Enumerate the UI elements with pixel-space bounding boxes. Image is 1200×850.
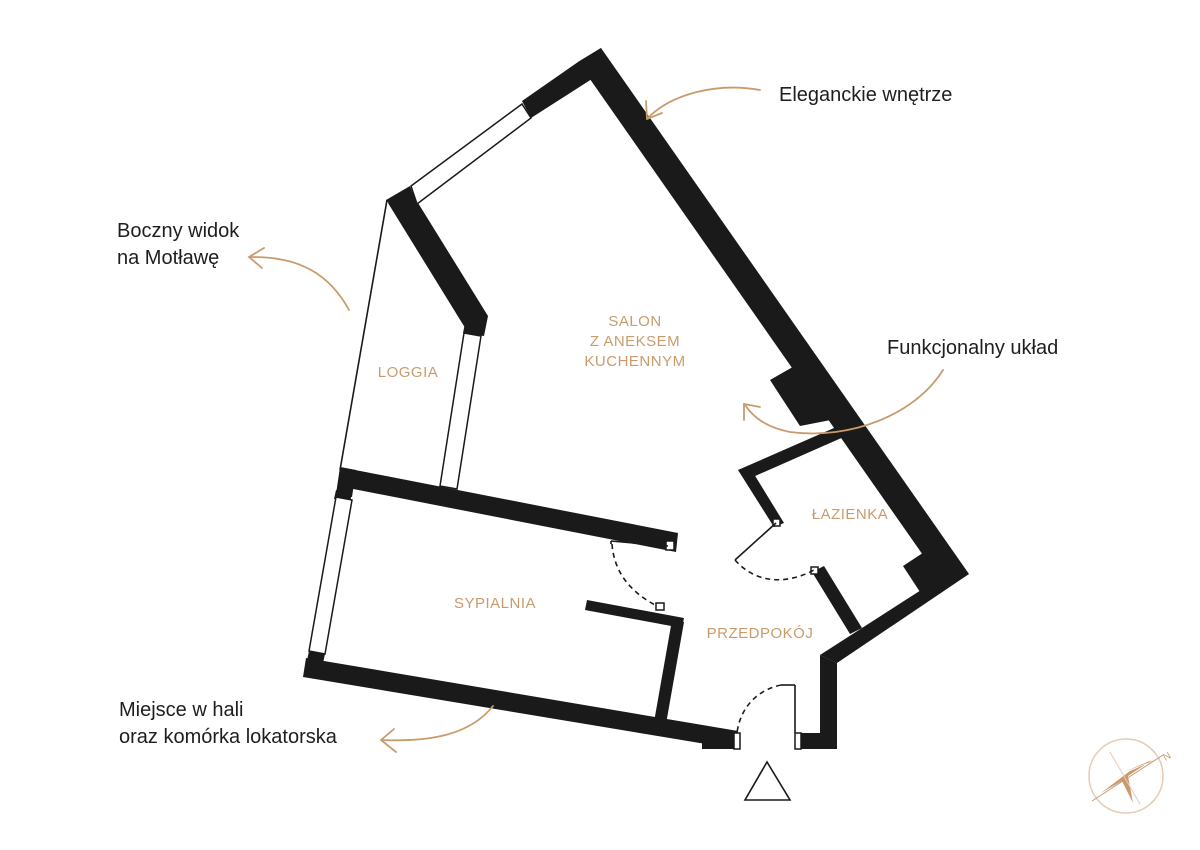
compass-axis	[1091, 754, 1164, 802]
wall-northeast	[578, 48, 969, 588]
annotation-storage-line1: Miejsce w hali	[119, 699, 244, 721]
arrow-side-view-head	[247, 247, 265, 269]
window-north	[410, 102, 533, 206]
wall-bathroom-north	[738, 421, 855, 480]
entry-triangle	[743, 760, 792, 801]
wall-salon-west	[388, 190, 488, 331]
loggia-edge	[339, 199, 388, 471]
compass: N	[1088, 738, 1173, 814]
compass-north-label: N	[1161, 750, 1173, 763]
entry-marker	[743, 760, 792, 801]
windows	[308, 102, 819, 750]
wall-bedroom-closet	[585, 600, 684, 628]
arrow-side-view	[249, 256, 350, 311]
arrows	[247, 86, 944, 753]
door-entry-swing	[736, 684, 782, 734]
wall-bedroom-corner	[336, 467, 356, 497]
wall-bathroom-south	[812, 566, 862, 634]
compass-star	[1101, 758, 1160, 803]
arrow-elegant-head	[645, 100, 663, 121]
room-label-sypialnia: SYPIALNIA	[453, 595, 537, 612]
room-label-salon-line3: KUCHENNYM	[584, 353, 686, 370]
door-salon-swing	[611, 543, 658, 607]
wall-east-diag	[820, 574, 969, 663]
room-label-lazienka: ŁAZIENKA	[811, 506, 889, 523]
wall-bedroom-east	[654, 620, 684, 724]
window-bedroom-west	[308, 496, 353, 655]
annotation-side-view: Boczny widok na Motławę	[117, 218, 239, 272]
door-bath-swing	[734, 559, 815, 581]
annotation-functional-layout: Funkcjonalny układ	[887, 337, 1059, 359]
wall-bedroom-north	[338, 467, 678, 552]
arrow-functional	[744, 369, 944, 435]
room-label-salon-line1: SALON	[608, 313, 662, 330]
annotation-storage-line2: oraz komórka lokatorska	[119, 726, 337, 748]
room-label-salon-line2: Z ANEKSEM	[589, 333, 681, 350]
walls	[303, 48, 969, 749]
compass-ring	[1088, 738, 1164, 814]
door-frame-bath-top	[772, 518, 781, 527]
wall-salon-west-jog	[463, 313, 488, 336]
annotation-storage: Miejsce w hali oraz komórka lokatorska	[119, 697, 337, 751]
arrow-storage	[381, 705, 494, 742]
wall-south	[303, 658, 738, 749]
door-bath-leaf	[734, 522, 777, 561]
window-salon-west	[439, 332, 482, 490]
wall-north	[522, 48, 606, 118]
wall-east-lower	[820, 655, 837, 749]
arrow-elegant	[647, 86, 761, 119]
room-label-salon: SALON Z ANEKSEM KUCHENNYM	[560, 312, 710, 372]
wall-bathroom-block	[903, 545, 956, 592]
kitchen-column	[770, 356, 841, 426]
arrow-functional-head	[743, 402, 761, 421]
doors	[610, 522, 815, 734]
door-frame-entry-right	[794, 732, 802, 750]
door-salon-leaf	[610, 540, 669, 547]
compass-axis-2	[1109, 751, 1141, 805]
room-label-loggia: LOGGIA	[377, 364, 439, 381]
door-frame-bedroom	[655, 602, 665, 611]
loggia-outline	[339, 199, 388, 471]
annotation-side-view-line2: na Motławę	[117, 247, 220, 269]
annotation-elegant-interior: Eleganckie wnętrze	[779, 84, 953, 106]
door-frame-entry-left	[733, 732, 741, 750]
wall-bathroom-west	[738, 466, 784, 527]
wall-south-door-left	[702, 733, 740, 749]
room-label-przedpokoj: PRZEDPOKÓJ	[706, 625, 814, 642]
arrow-storage-head	[379, 728, 397, 753]
annotation-side-view-line1: Boczny widok	[117, 220, 240, 242]
door-frame-bath-bottom	[810, 566, 819, 575]
